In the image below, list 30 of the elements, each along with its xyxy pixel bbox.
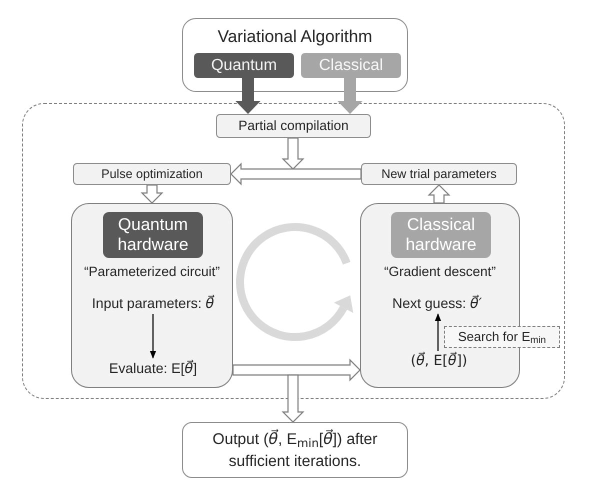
dashed-region (22, 103, 565, 399)
hardware-box: Classical hardware (391, 212, 491, 258)
block-arrow (282, 137, 304, 170)
block-arrow (282, 374, 304, 423)
arrow (150, 314, 156, 359)
process-box: Partial compilation (216, 114, 371, 138)
process-box: Pulse optimization (73, 163, 231, 185)
formula-text: Input parameters: θ⃗ (92, 293, 214, 314)
title-text: Variational Algorithm (218, 26, 372, 48)
block-arrow (236, 78, 260, 114)
block-arrow (140, 184, 164, 204)
block-arrow (338, 78, 362, 114)
formula-text: Next guess: θ⃗′ (392, 293, 482, 314)
formula-text: (θ⃗, E[θ⃗]) (410, 351, 468, 371)
process-box: New trial parameters (361, 163, 517, 185)
block-arrow (230, 162, 362, 186)
formula-text: Evaluate: E[θ⃗] (109, 358, 197, 379)
quote-text: “Gradient descent” (384, 263, 496, 281)
block-arrow (232, 358, 361, 382)
category-box: Quantum (194, 53, 294, 78)
output-box: Output (θ⃗, E$_{min}$[θ⃗]) after sufficient iterations. (182, 422, 408, 478)
note-box: Search for E$_{min}$ (444, 326, 560, 348)
block-arrow (428, 184, 450, 204)
hardware-panel (71, 203, 233, 388)
hardware-box: Quantum hardware (103, 212, 203, 258)
category-box: Classical (301, 53, 401, 78)
quote-text: “Parameterized circuit” (84, 263, 220, 281)
hardware-panel (360, 203, 520, 388)
arrow (434, 313, 442, 351)
algorithm-box (182, 18, 408, 92)
